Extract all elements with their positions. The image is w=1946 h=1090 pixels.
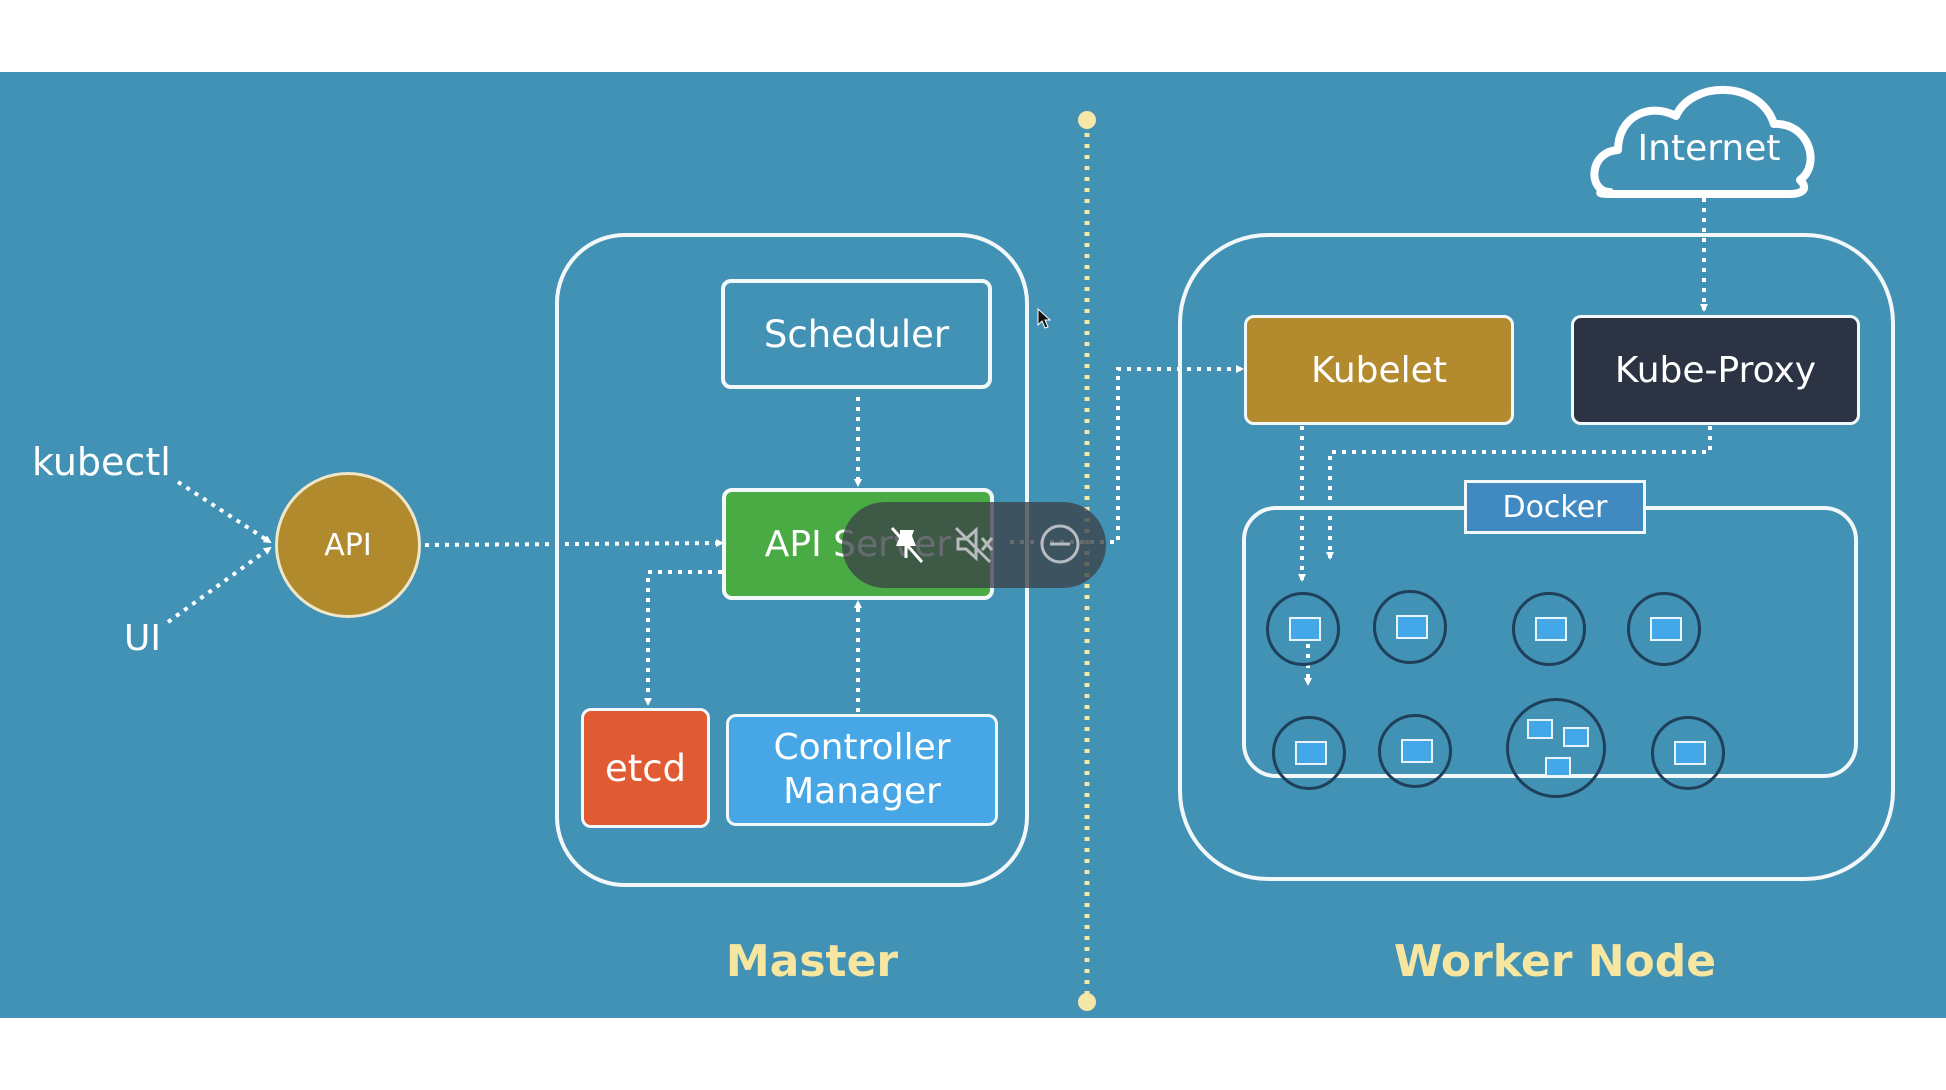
kubectl-to-api-arrow — [176, 480, 272, 544]
container-icon — [1295, 741, 1327, 765]
speaker-muted-icon[interactable] — [952, 524, 996, 564]
controller-manager-box: Controller Manager — [726, 714, 998, 826]
etcd-box: etcd — [581, 708, 710, 828]
internet-cloud — [1590, 85, 1815, 198]
worker-node-title: Worker Node — [1393, 936, 1717, 987]
scheduler-label: Scheduler — [763, 312, 950, 356]
container-icon — [1563, 727, 1589, 747]
pod-6 — [1378, 714, 1452, 788]
pod-5 — [1272, 716, 1346, 790]
kube-proxy-box: Kube-Proxy — [1571, 315, 1860, 425]
kubectl-label: kubectl — [32, 440, 171, 484]
internet-label: Internet — [1637, 128, 1781, 169]
pod-3 — [1512, 592, 1586, 666]
ui-label: UI — [124, 618, 161, 659]
container-icon — [1674, 741, 1706, 765]
container-icon — [1396, 615, 1428, 639]
minus-circle-icon[interactable] — [1038, 522, 1082, 566]
scheduler-box: Scheduler — [721, 279, 992, 389]
api-node: API — [275, 472, 421, 618]
kube-proxy-label: Kube-Proxy — [1614, 349, 1817, 391]
video-control-overlay[interactable] — [842, 502, 1106, 588]
controller-manager-line2: Manager — [783, 771, 941, 812]
pod-2 — [1373, 590, 1447, 664]
etcd-label: etcd — [604, 746, 687, 790]
container-icon — [1289, 617, 1321, 641]
docker-label: Docker — [1502, 489, 1608, 525]
kubelet-box: Kubelet — [1244, 315, 1514, 425]
worker-frame — [1178, 233, 1895, 881]
ui-to-api-arrow — [166, 546, 272, 624]
pin-off-icon[interactable] — [886, 524, 926, 564]
container-icon — [1535, 617, 1567, 641]
container-icon — [1401, 739, 1433, 763]
api-to-apiserver-arrow — [424, 539, 724, 548]
divider-bottom-dot — [1078, 993, 1096, 1011]
container-icon — [1527, 719, 1553, 739]
pod-multi-container — [1506, 698, 1606, 798]
divider-top-dot — [1078, 111, 1096, 129]
diagram-canvas: kubectl UI API Scheduler API Server etcd… — [0, 72, 1946, 1018]
mouse-cursor-icon — [1037, 308, 1052, 329]
pod-4 — [1627, 592, 1701, 666]
controller-manager-line1: Controller — [773, 727, 951, 768]
kubeproxy-to-docker-arrow — [1326, 426, 1712, 560]
api-node-label: API — [324, 527, 372, 563]
apiserver-to-etcd-arrow — [644, 570, 722, 706]
pod-8 — [1651, 716, 1725, 790]
container-icon — [1650, 617, 1682, 641]
container-icon — [1545, 757, 1571, 777]
docker-label-box: Docker — [1464, 480, 1646, 534]
pod-1 — [1266, 592, 1340, 666]
kubelet-label: Kubelet — [1311, 349, 1447, 391]
master-title: Master — [725, 936, 899, 987]
